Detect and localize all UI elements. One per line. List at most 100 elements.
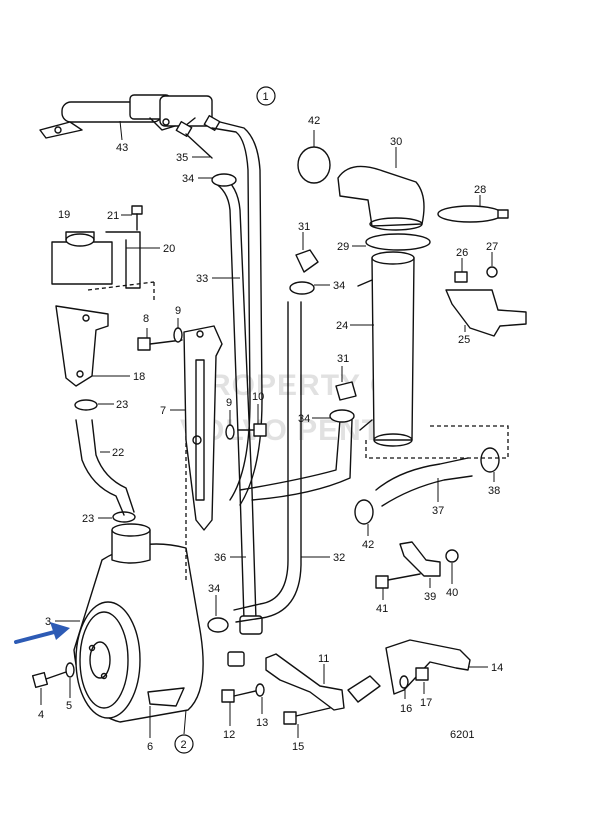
hose-22: 22 xyxy=(75,419,135,516)
callout-33: 33 xyxy=(196,273,240,285)
elbow-hose-30: 30 xyxy=(337,136,425,231)
callout-8-label: 8 xyxy=(143,313,149,325)
callout-43: 43 xyxy=(116,120,128,154)
callout-21-label: 21 xyxy=(107,210,119,222)
bolt-10: 10 xyxy=(237,391,267,437)
callout-34-mid: 34 xyxy=(314,280,345,292)
callout-11-label: 11 xyxy=(318,653,329,665)
callout-36: 36 xyxy=(214,552,246,564)
callout-10-label: 10 xyxy=(252,391,264,403)
elbow-31-lower: 31 xyxy=(335,353,357,401)
callout-36-label: 36 xyxy=(214,552,226,564)
callout-7-label: 7 xyxy=(160,405,166,417)
dashed-guide-37 xyxy=(365,425,509,459)
callout-27-label: 27 xyxy=(486,241,498,253)
callout-29-label: 29 xyxy=(337,241,349,253)
callout-28-label: 28 xyxy=(474,184,486,196)
callout-16-label: 16 xyxy=(400,703,412,715)
clamp-29: 29 xyxy=(337,233,431,253)
callout-23-upper-label: 23 xyxy=(116,399,128,411)
reservoir-19 xyxy=(51,205,155,300)
elbow-31-upper: 31 xyxy=(295,221,319,273)
callout-5-label: 5 xyxy=(66,700,72,712)
bracket-39: 39 xyxy=(399,541,441,603)
callout-34-top: 34 xyxy=(182,173,212,185)
callout-35-label: 35 xyxy=(176,152,188,164)
nut-17: 17 xyxy=(415,667,432,709)
washer-5: 5 xyxy=(65,662,75,712)
watermark-line-2: VOLVO PENTA xyxy=(180,414,402,447)
bracket-25: 25 xyxy=(445,289,527,346)
callout-19: 19 xyxy=(58,209,70,221)
callout-35: 35 xyxy=(176,152,210,164)
callout-24-label: 24 xyxy=(336,320,348,332)
power-cylinder xyxy=(39,94,213,139)
washer-40: 40 xyxy=(445,549,459,599)
callout-3: 3 xyxy=(45,616,80,628)
callout-14-label: 14 xyxy=(491,662,503,674)
callout-4-label: 4 xyxy=(38,709,44,721)
callout-18-label: 18 xyxy=(133,371,145,383)
callout-6-label: 6 xyxy=(147,741,153,753)
washer-16: 16 xyxy=(399,675,412,715)
washer-27: 27 xyxy=(486,241,498,278)
callout-13-label: 13 xyxy=(256,717,268,729)
callout-32: 32 xyxy=(301,552,345,564)
circled-2-label: 2 xyxy=(181,739,187,751)
washer-9-upper: 9 xyxy=(173,305,183,343)
figure-number: 6201 xyxy=(450,729,474,741)
clamp-42-lower: 42 xyxy=(354,499,374,551)
callout-31-lower-label: 31 xyxy=(337,353,349,365)
callout-42-upper-label: 42 xyxy=(308,115,320,127)
callout-41-label: 41 xyxy=(376,603,388,615)
hose-clamps xyxy=(74,173,355,633)
callout-6: 6 xyxy=(147,706,153,753)
bolt-26: 26 xyxy=(454,247,468,283)
washer-13: 13 xyxy=(255,683,268,729)
callout-9-upper-label: 9 xyxy=(175,305,181,317)
callout-23-lower: 23 xyxy=(82,513,112,525)
callout-38-label: 38 xyxy=(488,485,500,497)
callout-39-label: 39 xyxy=(424,591,436,603)
bolt-41: 41 xyxy=(375,573,421,615)
bracket-7: 7 xyxy=(160,325,223,531)
callout-circle-1: 1 xyxy=(256,86,276,106)
callout-19-label: 19 xyxy=(58,209,70,221)
callout-43-label: 43 xyxy=(116,142,128,154)
bolt-15: 15 xyxy=(283,707,331,753)
callout-34-pump: 34 xyxy=(208,583,220,616)
callout-32-label: 32 xyxy=(333,552,345,564)
bracket-11: 11 xyxy=(265,653,345,711)
callout-34-top-label: 34 xyxy=(182,173,194,185)
callout-12-label: 12 xyxy=(223,729,235,741)
clamp-42-upper: 42 xyxy=(297,115,331,184)
washer-9-lower: 9 xyxy=(225,397,235,440)
clamp-38: 38 xyxy=(480,447,500,497)
hose-37: 37 xyxy=(375,457,473,517)
cylinder-fittings xyxy=(175,114,221,159)
callout-circle-2: 2 xyxy=(174,709,194,754)
bolt-4: 4 xyxy=(31,671,67,721)
callout-34-lower-label: 34 xyxy=(298,413,310,425)
callout-23-upper: 23 xyxy=(98,399,128,411)
callout-30-label: 30 xyxy=(390,136,402,148)
return-hose-32 xyxy=(233,301,353,623)
steering-pump xyxy=(73,523,204,723)
callout-31-upper-label: 31 xyxy=(298,221,310,233)
callout-9-lower-label: 9 xyxy=(226,397,232,409)
callout-42-lower-label: 42 xyxy=(362,539,374,551)
callout-20-label: 20 xyxy=(163,243,175,255)
callout-26-label: 26 xyxy=(456,247,468,259)
callout-17-label: 17 xyxy=(420,697,432,709)
callout-25-label: 25 xyxy=(458,334,470,346)
circled-1-label: 1 xyxy=(263,91,269,103)
clamp-28: 28 xyxy=(437,184,509,223)
callout-21: 21 xyxy=(107,210,132,222)
callout-40-label: 40 xyxy=(446,587,458,599)
tube-24: 24 xyxy=(336,251,415,447)
bolt-12: 12 xyxy=(221,689,261,741)
callout-33-label: 33 xyxy=(196,273,208,285)
callout-22-label: 22 xyxy=(112,447,124,459)
